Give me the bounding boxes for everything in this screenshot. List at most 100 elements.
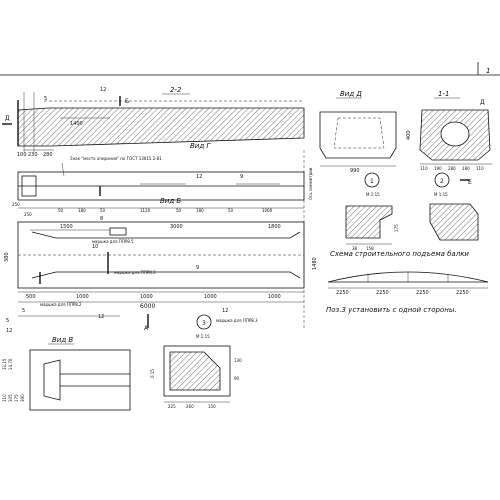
svg-text:225: 225 [168,404,176,409]
view-g-title: Вид Г [190,142,211,150]
svg-text:50: 50 [228,208,234,213]
svg-text:Д: Д [5,115,10,122]
node-2: 2 М 1:15 [429,172,479,241]
node-3-section [169,351,221,391]
beam-profile-section [17,107,305,147]
svg-text:12: 12 [98,314,104,320]
node-3: 3 М 1:15 225 260 150 130 90 0.15 [150,314,242,409]
svg-text:250: 250 [12,202,20,207]
view-v-title: Вид В [52,336,73,344]
svg-text:1060: 1060 [262,208,273,213]
general-note: Поз.3 установить с одной стороны. [326,306,457,314]
svg-text:1480: 1480 [312,257,318,270]
svg-text:105: 105 [8,394,13,402]
svg-text:Б: Б [125,98,129,105]
svg-text:2: 2 [440,178,444,185]
svg-text:маршка для ППР8.2: маршка для ППР8.2 [40,302,82,307]
node-2-marker [434,172,450,188]
svg-text:150: 150 [208,404,216,409]
view-b-title: Вид Б [160,197,181,205]
view-v: Вид В 110 105 175 12.15 14.70 390 5 12 [2,318,131,411]
svg-text:130: 130 [234,358,242,363]
svg-text:12: 12 [6,328,12,334]
view-b-edge-top [31,231,301,239]
svg-text:12: 12 [100,87,106,93]
section-1-1: 1-1 400 110 190 280 180 110 Д Е [406,90,492,186]
svg-text:110: 110 [420,166,428,171]
svg-text:250: 250 [24,212,32,217]
lifting-title: Схема строительного подъема балки [330,250,469,258]
svg-text:0.15: 0.15 [150,369,155,378]
view-d: Вид Д 990 [319,90,397,174]
svg-text:100: 100 [17,152,27,158]
svg-text:38: 38 [352,246,358,251]
svg-text:3: 3 [202,320,206,327]
node-3-frame [163,345,231,397]
svg-text:180: 180 [462,166,470,171]
svg-text:М 1:15: М 1:15 [434,192,448,197]
view-g-note: Знак "место опирания" по ГОСТ 13015.2-81 [70,156,162,161]
node-1-marker [364,172,380,188]
svg-text:230: 230 [28,152,38,158]
svg-text:175: 175 [394,224,399,232]
lifting-scheme: Схема строительного подъема балки 2250 2… [327,250,489,296]
svg-text:маршка для ППР8.5: маршка для ППР8.5 [92,239,134,244]
view-b-edge-bottom [31,271,301,279]
svg-text:2250: 2250 [456,290,469,296]
svg-text:5: 5 [6,318,9,324]
sheet-marker: 1 [486,67,490,75]
svg-text:9: 9 [240,174,243,180]
svg-text:маршка для ППР8.3: маршка для ППР8.3 [216,318,258,323]
svg-text:5: 5 [44,96,47,102]
section-1-1-title: 1-1 [438,90,449,98]
svg-text:390: 390 [20,394,25,402]
view-g: Вид Г Знак "место опирания" по ГОСТ 1301… [17,142,313,328]
svg-text:1000: 1000 [268,294,281,300]
view-b-total: 6000 [140,303,155,310]
svg-text:190: 190 [434,166,442,171]
svg-text:12.15: 12.15 [2,358,7,370]
node-3-marker [196,314,212,330]
svg-text:12: 12 [196,174,202,180]
svg-text:14.70: 14.70 [8,358,13,370]
svg-text:А: А [144,325,149,332]
svg-text:50: 50 [100,208,106,213]
svg-text:9: 9 [196,265,199,271]
view-d-title: Вид Д [340,90,362,98]
section-2-2-title: 2-2 [170,86,182,94]
svg-text:1120: 1120 [140,208,151,213]
svg-text:3000: 3000 [170,224,183,230]
svg-text:1800: 1800 [268,224,281,230]
svg-text:1: 1 [370,178,374,185]
svg-text:10: 10 [92,244,98,250]
svg-text:175: 175 [14,394,19,402]
svg-text:158: 158 [366,246,374,251]
svg-text:180: 180 [196,208,204,213]
svg-text:90: 90 [234,376,240,381]
section-2-2: 2-2 100 230 280 5 12 1400 Б Д [2,86,305,158]
svg-text:260: 260 [186,404,194,409]
view-b: Вид Б 250 250 50 180 50 1120 50 180 50 1… [4,197,318,323]
svg-text:50: 50 [176,208,182,213]
svg-text:110: 110 [2,394,7,402]
svg-text:М 1:15: М 1:15 [196,334,210,339]
svg-text:М 1:15: М 1:15 [366,192,380,197]
svg-text:5: 5 [22,308,25,314]
svg-text:1000: 1000 [76,294,89,300]
svg-text:1000: 1000 [204,294,217,300]
svg-text:1400: 1400 [70,121,83,127]
view-d-outline [319,111,397,159]
svg-text:50: 50 [58,208,64,213]
svg-text:12: 12 [222,308,228,314]
svg-text:8: 8 [100,216,103,222]
symmetry-axis-label: Ось симметрии [308,167,313,200]
svg-text:180: 180 [78,208,86,213]
svg-text:280: 280 [43,152,53,158]
node-2-section [429,203,479,241]
svg-text:Д: Д [480,99,485,106]
svg-text:Е: Е [468,179,472,186]
view-v-outline [29,349,131,411]
node-1: 1 М 1:15 38 158 175 [345,172,399,251]
svg-text:280: 280 [448,166,456,171]
